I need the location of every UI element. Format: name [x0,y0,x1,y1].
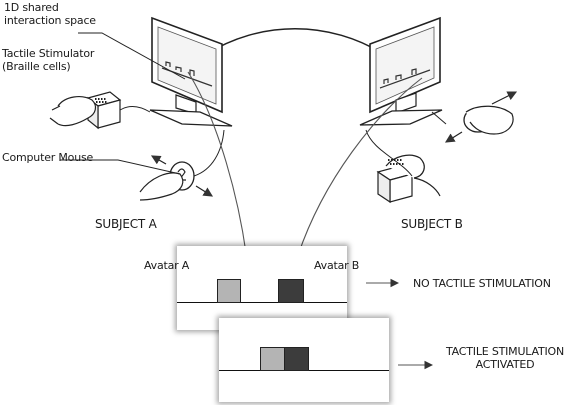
avatar-a-square [217,279,241,303]
avatar-a-square [260,347,285,371]
monitor-b [359,16,443,126]
panel-no-stimulation: Avatar A Avatar B [144,246,359,330]
interaction-track [177,302,347,303]
computer-mouse-label: Computer Mouse [2,151,94,164]
avatar-b-label: Avatar B [314,259,360,272]
shared-space-label: 1D shared interaction space [4,1,96,27]
network-link [204,28,386,56]
braille-device-a [49,91,122,130]
no-stimulation-label: NO TACTILE STIMULATION [413,277,551,290]
avatar-b-square [284,347,309,371]
subject-a-label: SUBJECT A [95,217,157,231]
panel-stimulation-activated [219,318,389,402]
mouse-b [444,91,518,143]
mouse-a [139,155,214,201]
subject-b-label: SUBJECT B [401,217,463,231]
avatar-b-square [278,279,304,303]
braille-device-b [376,154,441,204]
avatar-a-label: Avatar A [144,259,190,272]
monitor-a [149,16,233,127]
tactile-stimulator-label: Tactile Stimulator (Braille cells) [2,47,95,73]
stimulation-activated-label: TACTILE STIMULATION ACTIVATED [446,345,565,371]
